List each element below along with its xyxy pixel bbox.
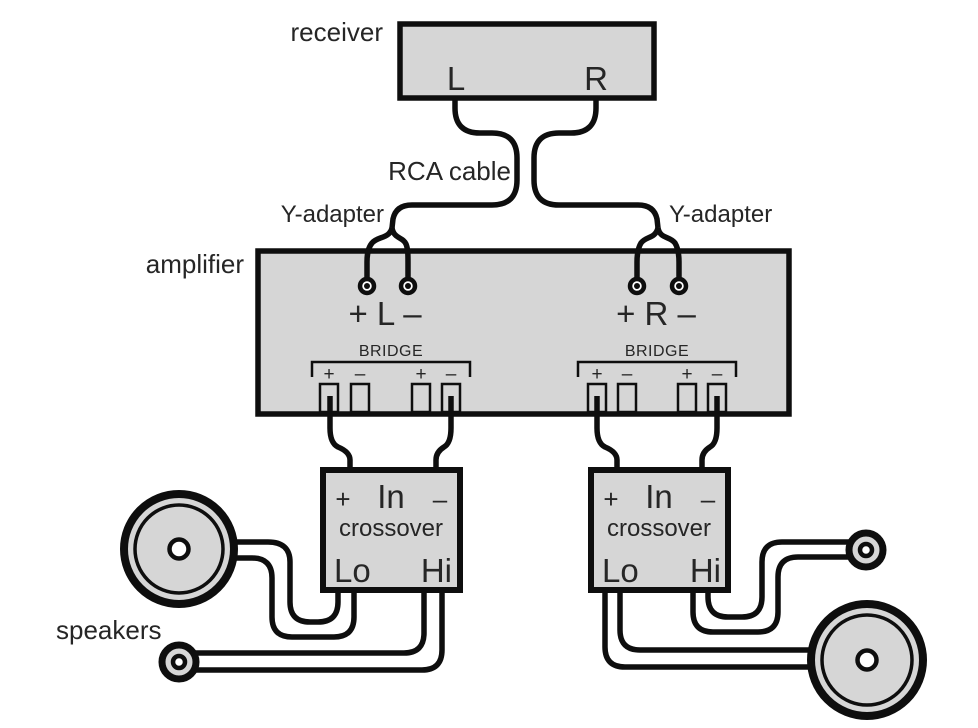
crossover-left-input-label: In [377,478,405,515]
terminal-minus-label: – [712,364,723,385]
rca-jack-right-minus [669,276,689,296]
amp-to-crossover-right-minus-wire [699,396,720,470]
left-lo-cable-wire-b [230,555,357,640]
crossover-right-input-label: In [645,478,673,515]
speakers-label: speakers [56,615,162,645]
amp-to-crossover-left-plus-wire [327,396,353,470]
bridge-label-left: BRIDGE [359,343,423,360]
speaker-terminal [676,382,698,414]
crossover-left-minus-label: – [433,484,448,514]
right-lo-cable-wire-b [602,590,858,670]
left-hi-cable-wire-a [188,590,427,656]
tweeter-left [158,641,200,683]
speaker-terminal [410,382,432,414]
bridge-bracket-right [576,360,738,377]
bridge-bracket-left [310,360,472,377]
y-adapter-right-label: Y-adapter [669,201,772,228]
amp-left-input-label: + L – [348,295,422,332]
speaker-terminal [349,382,371,414]
y-adapter-left-label: Y-adapter [281,201,384,228]
right-hi-cable-wire-b [690,554,852,635]
crossover-right-hi-label: Hi [690,552,721,589]
crossover-right-name-label: crossover [607,515,711,542]
crossover-left-hi-label: Hi [421,552,452,589]
rca-cable-label: RCA cable [388,156,511,186]
left-lo-cable-wire-a [230,539,341,625]
terminal-minus-label: – [622,364,633,385]
receiver-right-channel-label: R [584,60,608,97]
terminal-plus-label: + [415,364,426,385]
amplifier-box [255,248,792,417]
rca-jack-left-plus [357,276,377,296]
tweeter-right [845,529,887,571]
amp-right-input-label: + R – [616,295,696,332]
rca-cable-left-wire [389,98,520,229]
crossover-left-name-label: crossover [339,515,443,542]
terminal-minus-label: – [355,364,366,385]
right-lo-cable-wire-a [617,590,858,653]
receiver-left-channel-label: L [447,60,465,97]
rca-jack-left-minus [398,276,418,296]
amp-to-crossover-right-plus-wire [594,396,620,470]
speaker-terminal [616,382,638,414]
crossover-left-box [320,467,463,593]
crossover-right-box [588,467,731,593]
rca-jack-right-plus [627,276,647,296]
amp-to-crossover-left-minus-wire [433,396,454,470]
y-adapter-right-prong-plus [634,227,661,283]
crossover-right-lo-label: Lo [602,552,639,589]
bridge-label-right: BRIDGE [625,343,689,360]
y-adapter-right-prong-minus [655,227,682,283]
woofer-left [120,490,238,608]
receiver-box [397,21,657,101]
terminal-minus-label: – [446,364,457,385]
y-adapter-left-prong-minus [389,227,411,283]
y-adapter-left-prong-plus [364,226,395,283]
crossover-right-minus-label: – [701,484,716,514]
amplifier-label: amplifier [146,249,245,279]
crossover-right-plus-label: + [603,484,618,514]
left-hi-cable-wire-b [188,590,445,673]
crossover-left-plus-label: + [335,484,350,514]
rca-cable-right-wire [531,98,661,229]
terminal-plus-label: + [591,364,602,385]
terminal-plus-label: + [323,364,334,385]
receiver-label: receiver [291,17,384,47]
right-hi-cable-wire-a [705,539,852,620]
terminal-plus-label: + [681,364,692,385]
crossover-left-lo-label: Lo [334,552,371,589]
woofer-right [807,600,927,720]
